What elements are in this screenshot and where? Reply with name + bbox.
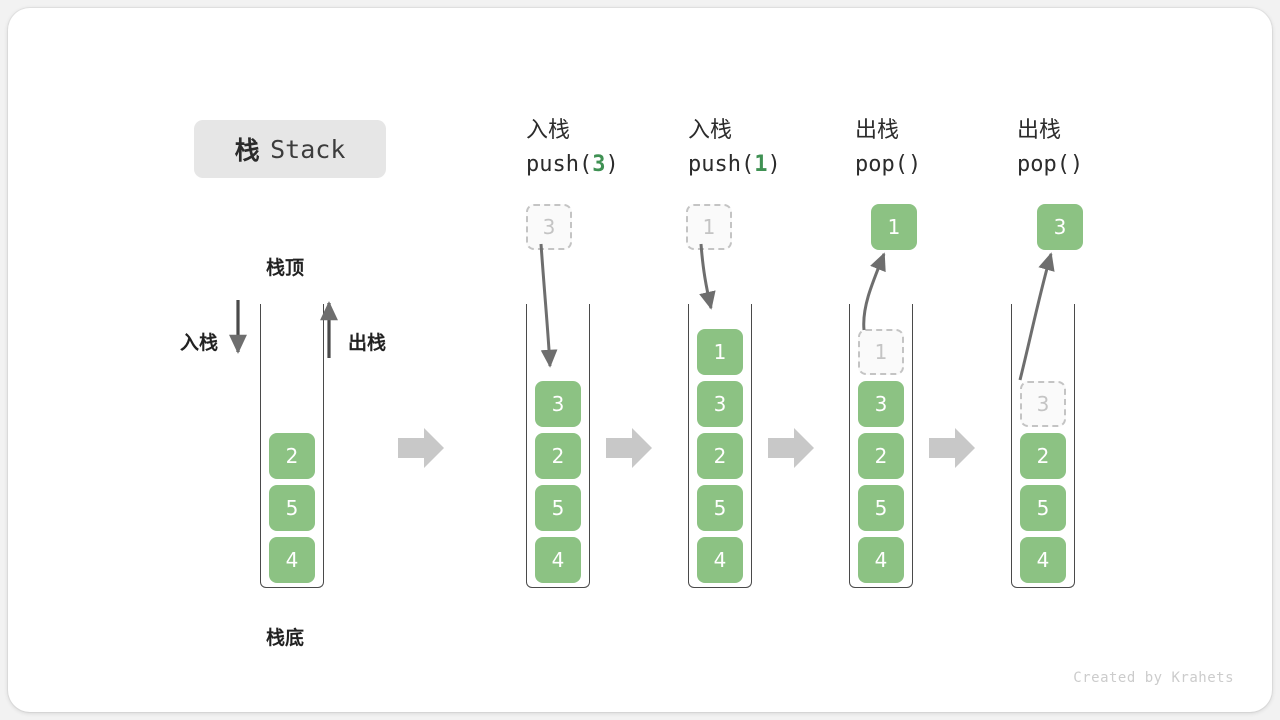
stack-cells: 4 5 2 xyxy=(261,427,323,583)
label-push-left: 入栈 xyxy=(180,332,219,354)
header-cn: 出栈 xyxy=(855,118,900,143)
header-code-head: pop( xyxy=(1017,152,1070,177)
header-cn: 出栈 xyxy=(1017,118,1062,143)
diagram-frame: 栈 Stack 栈顶 栈底 入栈 出栈 入栈 push(3) 入栈 push(1… xyxy=(8,8,1272,712)
column-header-pop-2: 出栈 pop() xyxy=(1017,114,1187,182)
title-cn: 栈 xyxy=(234,136,261,165)
column-header-pop-1: 出栈 pop() xyxy=(855,114,1025,182)
footer-credit: Created by Krahets xyxy=(1073,670,1234,686)
stack-cell: 4 xyxy=(697,537,743,583)
stack-cell-ghost: 3 xyxy=(1020,381,1066,427)
label-stack-top: 栈顶 xyxy=(266,257,305,279)
stack-pop-1: 4 5 2 3 1 xyxy=(849,304,913,588)
header-code: pop() xyxy=(1017,148,1187,182)
column-header-push-3: 入栈 push(3) xyxy=(526,114,696,182)
header-code-head: push( xyxy=(526,152,593,177)
header-code: push(1) xyxy=(688,148,858,182)
push-input-box-3: 3 xyxy=(526,204,572,250)
header-code-tail: ) xyxy=(605,152,619,177)
label-pop-left: 出栈 xyxy=(348,332,387,354)
stack-push-3: 4 5 2 3 xyxy=(526,304,590,588)
stack-cells: 4 5 2 3 1 xyxy=(850,323,912,583)
header-cn: 入栈 xyxy=(526,118,571,143)
stack-cells: 4 5 2 3 xyxy=(527,375,589,583)
header-code-arg: 3 xyxy=(592,152,606,177)
stack-cell: 4 xyxy=(269,537,315,583)
header-code-tail: ) xyxy=(1069,152,1084,177)
stack-cell: 5 xyxy=(858,485,904,531)
header-code: push(3) xyxy=(526,148,696,182)
push-input-box-1: 1 xyxy=(686,204,732,250)
pop-output-box-1: 1 xyxy=(871,204,917,250)
title-badge: 栈 Stack xyxy=(194,120,386,178)
stack-cell: 2 xyxy=(1020,433,1066,479)
pop-output-box-3: 3 xyxy=(1037,204,1083,250)
header-code-tail: ) xyxy=(767,152,781,177)
header-code-arg: 1 xyxy=(754,152,768,177)
stack-cell: 3 xyxy=(697,381,743,427)
stack-cell: 2 xyxy=(535,433,581,479)
stack-cell: 4 xyxy=(1020,537,1066,583)
stack-cell: 2 xyxy=(269,433,315,479)
stack-cell: 5 xyxy=(1020,485,1066,531)
stack-cell: 4 xyxy=(535,537,581,583)
stack-cell: 5 xyxy=(269,485,315,531)
stack-cell-ghost: 1 xyxy=(858,329,904,375)
stack-cell: 2 xyxy=(858,433,904,479)
header-code-head: push( xyxy=(688,152,755,177)
header-code-tail: ) xyxy=(907,152,922,177)
column-header-push-1: 入栈 push(1) xyxy=(688,114,858,182)
stack-pop-2: 4 5 2 3 xyxy=(1011,304,1075,588)
title-en: Stack xyxy=(270,134,346,164)
stack-cells: 4 5 2 3 1 xyxy=(689,323,751,583)
header-code: pop() xyxy=(855,148,1025,182)
stack-cell: 1 xyxy=(697,329,743,375)
label-stack-bottom: 栈底 xyxy=(266,627,305,649)
stack-cells: 4 5 2 3 xyxy=(1012,375,1074,583)
header-code-head: pop( xyxy=(855,152,908,177)
stack-cell: 4 xyxy=(858,537,904,583)
stack-push-1: 4 5 2 3 1 xyxy=(688,304,752,588)
stack-cell: 5 xyxy=(697,485,743,531)
header-cn: 入栈 xyxy=(688,118,733,143)
stack-cell: 3 xyxy=(535,381,581,427)
stack-cell: 2 xyxy=(697,433,743,479)
stack-initial: 4 5 2 xyxy=(260,304,324,588)
stack-cell: 3 xyxy=(858,381,904,427)
stack-cell: 5 xyxy=(535,485,581,531)
